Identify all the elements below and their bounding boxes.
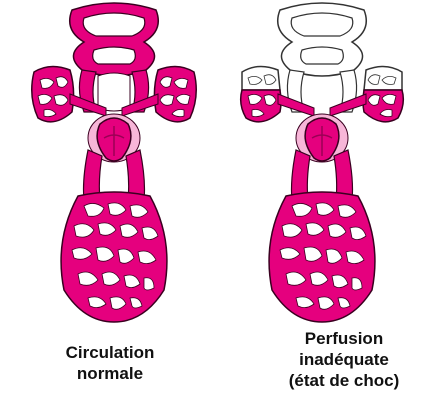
caption-line: inadéquate (264, 349, 424, 370)
neck-inner (98, 73, 130, 111)
caption-normal-circulation: Circulation normale (40, 342, 180, 384)
shock-circulation-diagram (222, 0, 422, 330)
lower-body-capillary-bed (269, 192, 375, 322)
caption-inadequate-perfusion: Perfusion inadéquate (état de choc) (264, 328, 424, 391)
left-arm-lower-perfused (241, 90, 281, 122)
head-circulation-unperfused (278, 3, 367, 112)
caption-line: Circulation (40, 342, 180, 363)
caption-line: normale (40, 363, 180, 384)
normal-circulation-diagram (14, 0, 214, 330)
lower-body-capillary-bed (61, 192, 167, 322)
right-arm-lower-perfused (363, 90, 403, 122)
caption-line: Perfusion (264, 328, 424, 349)
caption-line: (état de choc) (264, 370, 424, 391)
head-circulation (70, 3, 159, 112)
